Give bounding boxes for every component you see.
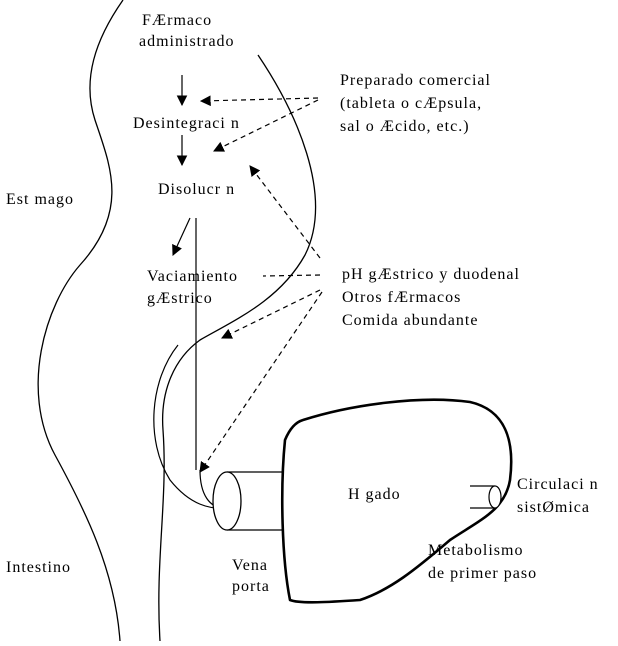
label-porta: porta — [232, 576, 270, 597]
label-farmaco: FÆrmaco — [142, 10, 212, 31]
label-preparado-2: (tableta o cÆpsula, — [340, 93, 482, 114]
label-metabolismo: Metabolismo — [428, 540, 523, 561]
label-factor-comida: Comida abundante — [342, 310, 478, 331]
label-desintegracion: Desintegraci n — [133, 113, 240, 134]
label-factor-farmacos: Otros fÆrmacos — [342, 287, 461, 308]
label-gastrico: gÆstrico — [147, 288, 213, 309]
label-administrado: administrado — [139, 31, 235, 52]
gi-tract-left-wall — [38, 0, 123, 641]
label-higado: H gado — [348, 484, 401, 505]
label-vena: Vena — [232, 555, 268, 576]
label-circulacion: Circulaci n — [517, 474, 599, 495]
dashed-arrow-preparado-1 — [201, 98, 318, 101]
label-sistemica: sistØmica — [517, 497, 590, 518]
dashed-line-factors-to-vaciamiento — [263, 275, 320, 276]
label-factor-ph: pH gÆstrico y duodenal — [342, 264, 520, 285]
label-primer-paso: de primer paso — [428, 563, 537, 584]
arrow-disolucion-to-vaciamiento — [173, 218, 190, 255]
label-intestino: Intestino — [6, 557, 71, 578]
dashed-arrow-factors-to-disolucion — [250, 166, 320, 258]
label-preparado-1: Preparado comercial — [340, 70, 491, 91]
label-estomago: Est mago — [6, 189, 74, 210]
label-vaciamiento: Vaciamiento — [147, 266, 238, 287]
portal-vein-cylinder — [213, 472, 288, 530]
dashed-arrow-factors-to-gastric-1 — [222, 290, 320, 338]
label-disolucion: Disolucr n — [158, 179, 235, 200]
label-preparado-3: sal o Æcido, etc.) — [340, 116, 470, 137]
